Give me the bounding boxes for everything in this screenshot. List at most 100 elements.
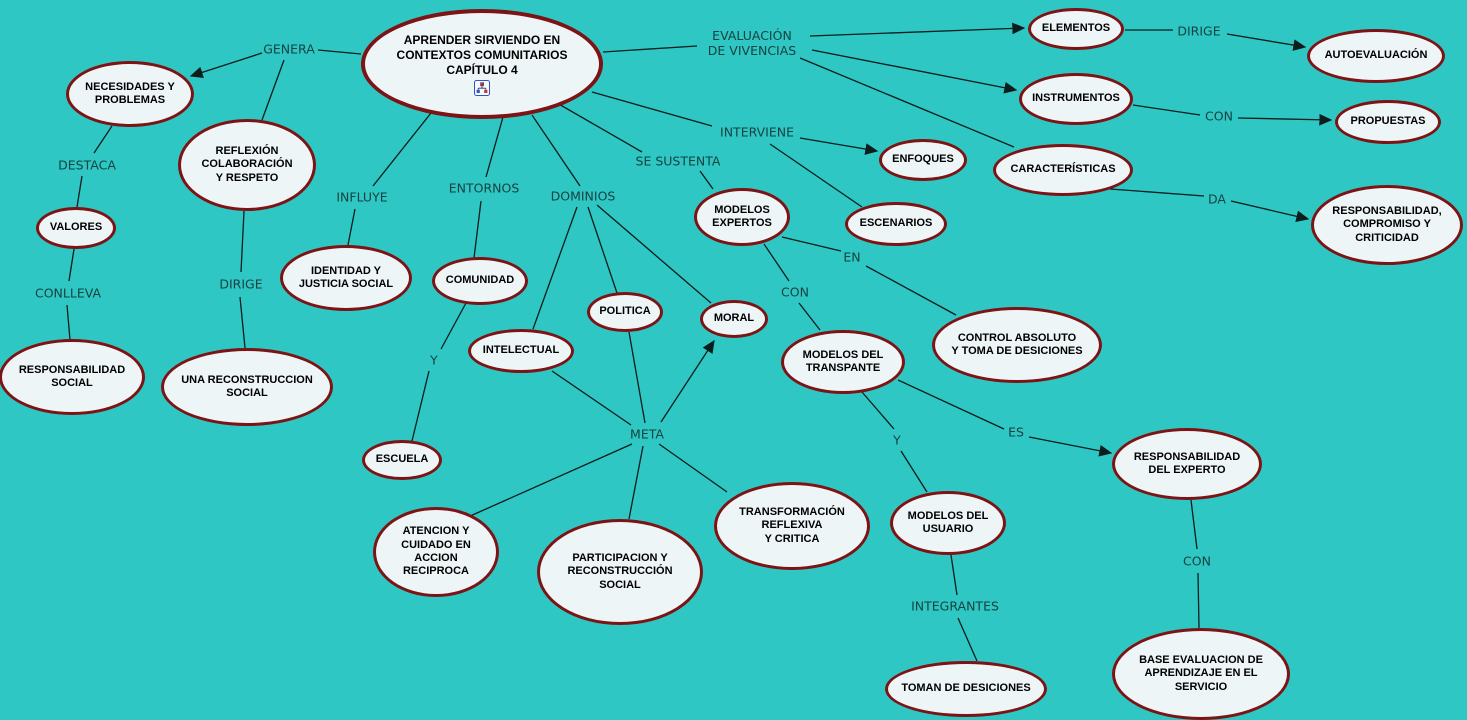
edge-label-meta[interactable]: META (630, 426, 664, 442)
edge-line-destaca-valores (76, 175, 83, 208)
node-label-atencion: ATENCION Y CUIDADO EN ACCION RECIPROCA (401, 525, 471, 578)
edge-label-da[interactable]: DA (1208, 191, 1226, 207)
node-modelos-transpante[interactable]: MODELOS DEL TRANSPANTE (781, 330, 905, 394)
node-label-intelectual: INTELECTUAL (482, 344, 560, 357)
node-propuestas[interactable]: PROPUESTAS (1335, 100, 1441, 144)
edge-label-en[interactable]: EN (843, 249, 861, 265)
node-label-modelos-expertos: MODELOS EXPERTOS (712, 203, 772, 229)
edge-line-genera-necesidades (189, 52, 263, 78)
edge-label-dominios[interactable]: DOMINIOS (550, 188, 616, 204)
node-reflexion[interactable]: REFLEXIÓN COLABORACIÓN Y RESPETO (178, 119, 316, 211)
edge-line-meta-transformacion (658, 443, 728, 493)
edge-label-integrantes[interactable]: INTEGRANTES (911, 598, 999, 614)
node-label-caracteristicas: CARACTERÍSTICAS (1010, 163, 1116, 176)
node-label-politica: POLITICA (599, 305, 651, 318)
node-necesidades[interactable]: NECESIDADES Y PROBLEMAS (66, 61, 194, 127)
node-politica[interactable]: POLITICA (587, 292, 663, 332)
edge-label-destaca[interactable]: DESTACA (58, 157, 116, 173)
node-control-absoluto[interactable]: CONTROL ABSOLUTO Y TOMA DE DESICIONES (932, 307, 1102, 383)
node-moral[interactable]: MORAL (700, 300, 768, 338)
edge-line-main-influye (372, 112, 432, 187)
node-valores[interactable]: VALORES (36, 207, 116, 249)
edge-line-interviene-escenarios (769, 143, 863, 208)
edge-line-instrumentos-con-instrumentos (1132, 104, 1201, 116)
edge-line-meta-atencion (467, 443, 633, 518)
node-caracteristicas[interactable]: CARACTERÍSTICAS (993, 144, 1133, 196)
edge-line-con-instrumentos-propuestas (1237, 113, 1333, 126)
node-label-enfoques: ENFOQUES (892, 153, 954, 166)
node-label-una-reconstruccion: UNA RECONSTRUCCION SOCIAL (181, 373, 313, 399)
edge-line-entornos-comunidad (473, 200, 482, 259)
node-label-resp-experto: RESPONSABILIDAD DEL EXPERTO (1133, 450, 1241, 476)
edge-label-entornos[interactable]: ENTORNOS (448, 180, 520, 196)
edge-line-influye-identidad (347, 208, 356, 246)
edge-label-genera[interactable]: GENERA (263, 41, 315, 57)
edge-label-evaluacion[interactable]: EVALUACIÓN DE VIVENCIAS (707, 28, 797, 58)
node-escenarios[interactable]: ESCENARIOS (845, 202, 947, 246)
edge-line-modelos-expertos-con-modelos (763, 243, 790, 282)
edge-line-integrantes-toman (957, 617, 978, 662)
node-intelectual[interactable]: INTELECTUAL (468, 329, 574, 373)
node-label-toman: TOMAN DE DESICIONES (901, 682, 1031, 695)
node-toman[interactable]: TOMAN DE DESICIONES (885, 661, 1047, 717)
edge-line-meta-participacion (628, 445, 644, 520)
node-modelos-usuario[interactable]: MODELOS DEL USUARIO (890, 491, 1006, 555)
node-autoevaluacion[interactable]: AUTOEVALUACIÓN (1307, 29, 1445, 83)
node-atencion[interactable]: ATENCION Y CUIDADO EN ACCION RECIPROCA (373, 507, 499, 597)
node-identidad[interactable]: IDENTIDAD Y JUSTICIA SOCIAL (280, 245, 412, 311)
edge-line-main-interviene (591, 91, 713, 127)
node-label-escuela: ESCUELA (375, 453, 429, 466)
edge-line-reflexion-dirige-left (240, 210, 245, 273)
edge-label-y-left[interactable]: Y (430, 352, 438, 368)
node-base-evaluacion[interactable]: BASE EVALUACION DE APRENDIZAJE EN EL SER… (1112, 628, 1290, 720)
node-escuela[interactable]: ESCUELA (362, 440, 442, 480)
node-enfoques[interactable]: ENFOQUES (879, 139, 967, 181)
edge-label-es[interactable]: ES (1008, 424, 1024, 440)
edge-line-modelos-usuario-integrantes (950, 554, 958, 596)
edge-label-con-instrumentos[interactable]: CON (1205, 108, 1233, 124)
edge-line-genera-main (317, 49, 362, 55)
edge-line-evaluacion-elementos (809, 22, 1026, 37)
node-una-reconstruccion[interactable]: UNA RECONSTRUCCION SOCIAL (161, 348, 333, 426)
node-label-transformacion: TRANSFORMACIÓN REFLEXIVA Y CRITICA (739, 505, 845, 545)
edge-label-y-right[interactable]: Y (893, 432, 901, 448)
node-comunidad[interactable]: COMUNIDAD (432, 257, 528, 305)
edge-label-dirige-right[interactable]: DIRIGE (1177, 23, 1221, 39)
edge-line-modelos-expertos-en (781, 236, 842, 252)
node-label-elementos: ELEMENTOS (1041, 22, 1111, 35)
edge-line-genera-reflexion (261, 59, 285, 121)
edge-line-meta-moral (660, 339, 715, 423)
edge-line-caracteristicas-da (1109, 188, 1205, 197)
node-elementos[interactable]: ELEMENTOS (1028, 8, 1124, 50)
node-resp-experto[interactable]: RESPONSABILIDAD DEL EXPERTO (1112, 428, 1262, 500)
edge-line-da-resp-compromiso (1230, 200, 1310, 223)
edge-line-evaluacion-caracteristicas (799, 57, 1015, 148)
edge-line-con-modelos-modelos-transpante (798, 302, 821, 331)
node-modelos-expertos[interactable]: MODELOS EXPERTOS (694, 188, 790, 246)
node-transformacion[interactable]: TRANSFORMACIÓN REFLEXIVA Y CRITICA (714, 482, 870, 570)
edge-line-dominios-moral (596, 204, 712, 304)
edge-label-conlleva[interactable]: CONLLEVA (34, 285, 102, 301)
edge-label-dirige-left[interactable]: DIRIGE (219, 276, 263, 292)
node-resp-social[interactable]: RESPONSABILIDAD SOCIAL (0, 339, 145, 415)
node-label-valores: VALORES (49, 221, 103, 234)
node-main[interactable]: APRENDER SIRVIENDO EN CONTEXTOS COMUNITA… (361, 9, 603, 119)
edge-line-es-resp-experto (1028, 436, 1113, 457)
node-resp-compromiso[interactable]: RESPONSABILIDAD, COMPROMISO Y CRITICIDAD (1311, 185, 1463, 265)
edge-label-con-modelos[interactable]: CON (781, 284, 809, 300)
edge-label-interviene[interactable]: INTERVIENE (720, 124, 794, 140)
node-participacion[interactable]: PARTICIPACION Y RECONSTRUCCIÓN SOCIAL (537, 519, 703, 625)
edge-label-se-sustenta[interactable]: SE SUSTENTA (635, 153, 721, 169)
edge-line-dominios-intelectual (532, 206, 578, 330)
edge-line-comunidad-y-left (440, 302, 467, 350)
edge-line-resp-experto-con-experto (1190, 499, 1198, 550)
node-label-reflexion: REFLEXIÓN COLABORACIÓN Y RESPETO (201, 144, 293, 184)
node-label-autoevaluacion: AUTOEVALUACIÓN (1324, 49, 1428, 62)
edge-line-politica-meta (628, 331, 646, 424)
edge-line-en-control-absoluto (865, 265, 957, 316)
edge-line-modelos-transpante-y-right (861, 391, 895, 430)
cmap-resource-icon[interactable] (474, 79, 490, 96)
edge-label-influye[interactable]: INFLUYE (336, 189, 388, 205)
node-instrumentos[interactable]: INSTRUMENTOS (1019, 73, 1133, 125)
edge-label-con-experto[interactable]: CON (1183, 553, 1211, 569)
